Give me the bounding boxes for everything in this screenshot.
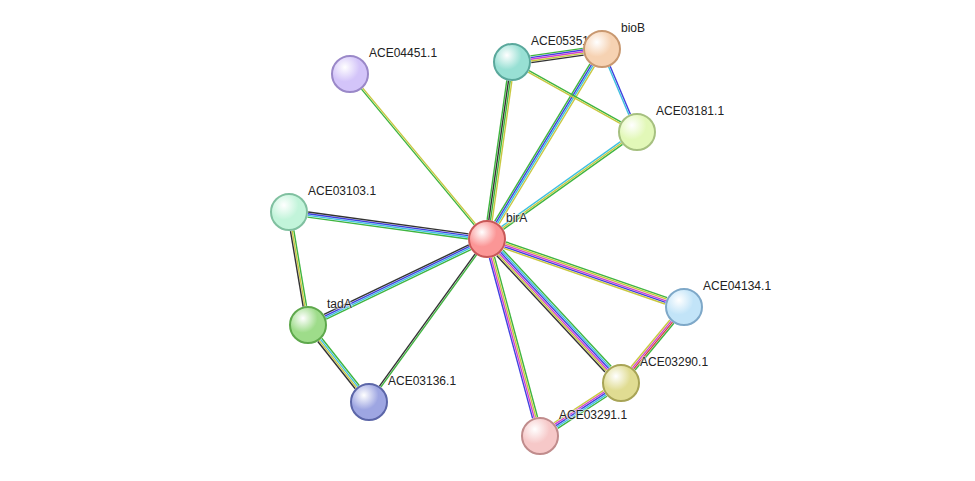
evidence-line (307, 217, 467, 239)
interaction-edge (530, 48, 583, 62)
protein-label: ACE03291.1 (559, 408, 627, 422)
protein-label: bioB (621, 21, 645, 35)
evidence-line (325, 248, 470, 318)
interaction-edge (379, 254, 476, 387)
evidence-line (502, 143, 621, 228)
interaction-edge (528, 71, 621, 124)
evidence-line (531, 55, 583, 63)
evidence-line (324, 245, 469, 315)
evidence-line (308, 212, 468, 234)
protein-node: ACE04451.1 (331, 55, 369, 93)
protein-node: ACE03291.1 (521, 417, 559, 455)
evidence-line (319, 340, 356, 387)
evidence-line (308, 215, 468, 237)
interaction-edge (290, 230, 306, 306)
evidence-line (489, 81, 509, 220)
evidence-line (531, 53, 583, 61)
evidence-line (609, 67, 629, 115)
protein-node: ACE03136.1 (350, 383, 388, 421)
protein-label: ACE04134.1 (703, 279, 771, 293)
protein-label: ACE03181.1 (656, 104, 724, 118)
evidence-line (503, 144, 622, 229)
interaction-edge (307, 212, 468, 239)
protein-label: ACE03103.1 (308, 184, 376, 198)
interaction-edge (501, 142, 622, 230)
evidence-line (326, 250, 471, 320)
evidence-line (529, 71, 621, 122)
protein-node: ACE03290.1 (602, 364, 640, 402)
evidence-line (499, 67, 594, 224)
evidence-line (487, 80, 507, 219)
evidence-line (497, 256, 605, 372)
evidence-line (498, 255, 606, 371)
protein-label: birA (506, 211, 527, 225)
evidence-line (491, 258, 534, 418)
protein-node: ACE05351.1 (493, 43, 531, 81)
evidence-line (505, 245, 666, 301)
evidence-line (363, 88, 476, 224)
evidence-line (528, 72, 620, 123)
interaction-edge (489, 257, 537, 419)
evidence-line (290, 231, 303, 307)
protein-node: birA (468, 220, 506, 258)
interaction-edge (361, 88, 475, 225)
evidence-line (501, 142, 620, 227)
evidence-line (492, 81, 512, 220)
protein-label: ACE04451.1 (369, 46, 437, 60)
interaction-edge (324, 245, 471, 319)
evidence-line (531, 52, 583, 60)
evidence-line (381, 255, 477, 387)
protein-label: ACE03290.1 (640, 355, 708, 369)
protein-node: ACE03181.1 (618, 113, 656, 151)
evidence-line (325, 246, 470, 316)
evidence-line (318, 341, 355, 388)
protein-label: ACE03136.1 (388, 374, 456, 388)
protein-node: ACE04134.1 (665, 288, 703, 326)
interaction-edge (609, 66, 631, 115)
interaction-edge (504, 242, 667, 304)
interaction-edge (318, 338, 359, 388)
evidence-line (379, 254, 475, 386)
evidence-line (308, 214, 468, 236)
evidence-line (494, 257, 537, 417)
evidence-line (322, 338, 359, 385)
evidence-line (489, 258, 532, 418)
evidence-line (493, 257, 536, 417)
protein-label: tadA (327, 297, 352, 311)
interaction-edge (497, 250, 611, 372)
evidence-line (504, 247, 665, 303)
protein-node: tadA (289, 306, 327, 344)
evidence-line (294, 230, 307, 306)
evidence-line (361, 89, 474, 225)
evidence-line (320, 339, 357, 386)
protein-node: bioB (583, 30, 621, 68)
protein-node: ACE03103.1 (270, 193, 308, 231)
evidence-line (292, 231, 305, 307)
evidence-line (610, 66, 630, 114)
